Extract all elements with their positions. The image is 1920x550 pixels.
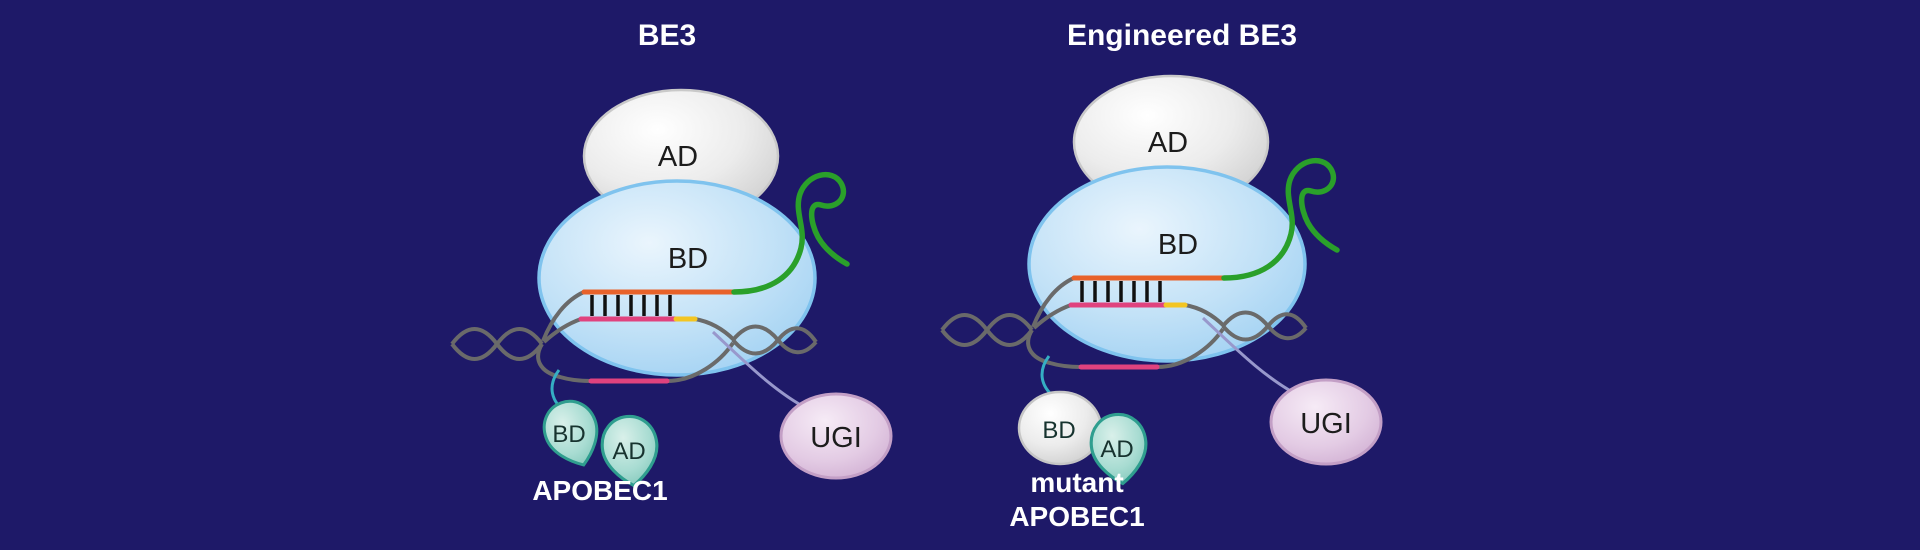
mutant-apobec1-bd-label: BD [1042, 417, 1075, 444]
be3-apobec1-group: BD AD APOBEC1 [532, 392, 668, 506]
mutant-apobec1-ad-label: AD [1100, 436, 1133, 463]
mutant-apobec1-caption-line2: APOBEC1 [1009, 501, 1144, 532]
panel-title-be3: BE3 [638, 19, 696, 52]
apobec1-caption: APOBEC1 [532, 475, 667, 506]
apobec1-ad-label: AD [612, 438, 645, 465]
mutant-apobec1-caption-line1: mutant [1030, 467, 1123, 498]
apobec1-bd-label: BD [552, 421, 585, 448]
panel-title-engineered-be3: Engineered BE3 [1067, 19, 1297, 52]
mutant-apobec1-group: BD AD mutant APOBEC1 [1009, 390, 1152, 532]
